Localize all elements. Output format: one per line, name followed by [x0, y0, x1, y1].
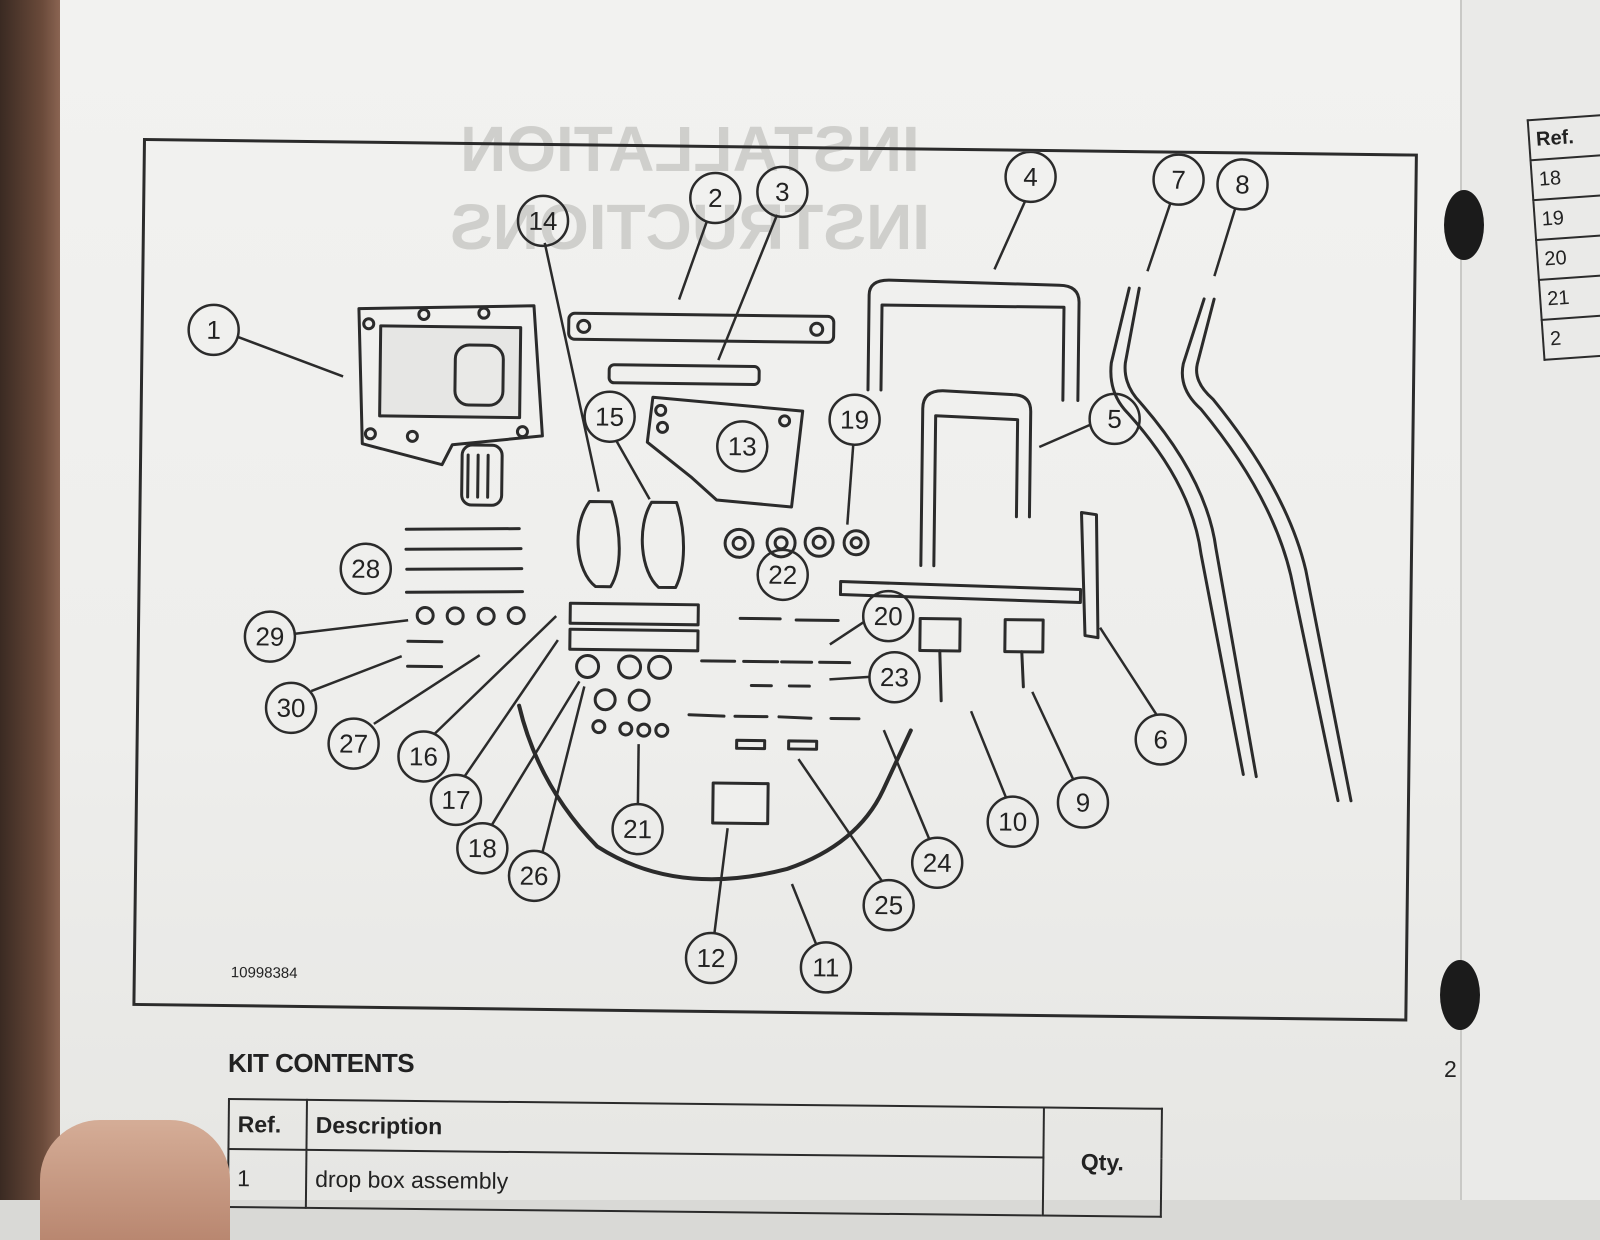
callout-number: 3 [775, 177, 790, 207]
callout-number: 10 [998, 807, 1027, 837]
section-title: KIT CONTENTS [228, 1048, 414, 1079]
callout-number: 2 [708, 183, 723, 213]
cell-ref: 18 [1531, 154, 1600, 200]
binder-hole [1440, 960, 1480, 1030]
binder-hole [1444, 190, 1484, 260]
column-header-qty: Qty. [1043, 1108, 1162, 1217]
callout-number: 29 [255, 621, 284, 651]
exploded-parts-diagram: 1 2 3 4 5 6 7 8 9 10 11 12 13 14 15 16 1… [132, 138, 1418, 1022]
figure-id: 10998384 [231, 964, 298, 982]
table-row: 1 drop box assembly [228, 1149, 1162, 1217]
callout-number: 4 [1023, 162, 1038, 192]
callout-number: 11 [812, 952, 839, 982]
callout-number: 24 [923, 848, 952, 878]
callout-number: 25 [874, 890, 903, 920]
callout-number: 22 [768, 560, 797, 590]
cell-ref: 19 [1533, 194, 1600, 240]
cell-ref: 21 [1539, 274, 1600, 320]
callout-number: 13 [728, 431, 757, 461]
callout-number: 18 [468, 833, 497, 863]
callout-number: 20 [874, 601, 903, 631]
callout-number: 23 [880, 662, 909, 692]
callout-number: 15 [595, 402, 624, 432]
callout-number: 1 [206, 315, 221, 345]
callout-number: 26 [519, 861, 548, 891]
parts-drawing: 1 2 3 4 5 6 7 8 9 10 11 12 13 14 15 16 1… [135, 141, 1421, 1025]
column-header-description: Description [306, 1100, 1043, 1158]
callout-number: 30 [276, 693, 305, 723]
callout-number: 8 [1235, 169, 1250, 199]
cell-ref: 20 [1536, 234, 1600, 280]
callout-number: 12 [696, 943, 725, 973]
callout-number: 21 [623, 814, 652, 844]
callout-number: 17 [441, 785, 470, 815]
callout-number: 19 [840, 405, 869, 435]
cell-ref: 2 [1542, 314, 1600, 360]
callout-number: 14 [528, 206, 557, 236]
callout-number: 16 [409, 741, 438, 771]
cell-ref: 1 [228, 1149, 307, 1208]
callout-number: 27 [339, 728, 368, 758]
callout-number: 7 [1171, 165, 1186, 195]
callout-number: 9 [1076, 787, 1091, 817]
callout-number: 5 [1107, 404, 1122, 434]
column-header-ref: Ref. [1528, 114, 1600, 160]
callout-number: 28 [351, 554, 380, 584]
column-header-ref: Ref. [228, 1099, 307, 1150]
thumb [40, 1120, 230, 1240]
page-number: 2 [1444, 1056, 1457, 1083]
hand-edge [0, 0, 60, 1200]
cell-description: drop box assembly [306, 1150, 1044, 1216]
callout-number: 6 [1153, 724, 1168, 754]
